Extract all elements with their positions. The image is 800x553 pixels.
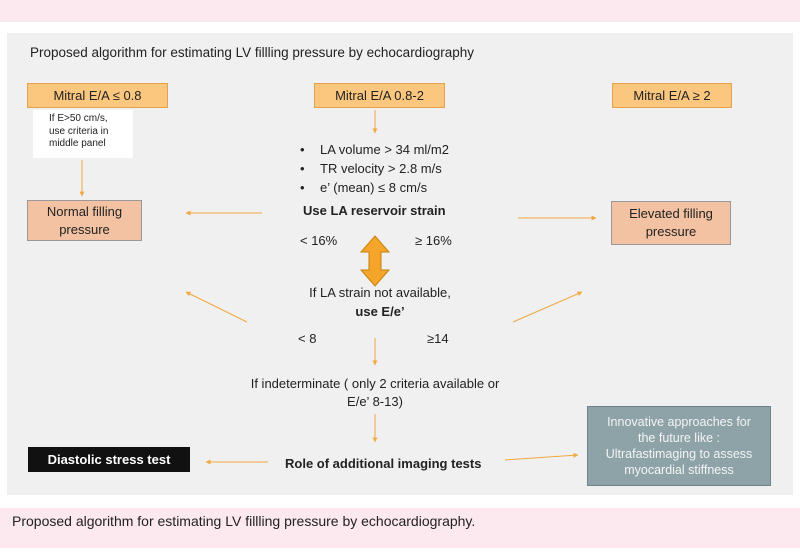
mitral-high-box: Mitral E/A ≥ 2: [612, 83, 732, 108]
innovative-approaches-box: Innovative approaches for the future lik…: [587, 406, 771, 486]
innovative-line: the future like :: [638, 430, 720, 445]
diastolic-stress-test-box: Diastolic stress test: [28, 447, 190, 472]
criteria-list: LA volume > 34 ml/m2 TR velocity > 2.8 m…: [300, 140, 449, 197]
caption-banner: [0, 508, 800, 548]
use-ee-label: use E/e’: [355, 304, 405, 319]
double-arrow-icon: [359, 235, 391, 287]
note-line: use criteria in: [49, 125, 109, 137]
elevated-pressure-line: pressure: [645, 224, 697, 239]
arrow-ee-to-normal: [185, 291, 248, 323]
ee-low-label: < 8: [298, 331, 317, 346]
top-banner: [0, 0, 800, 22]
reservoir-strain-label: Use LA reservoir strain: [303, 203, 446, 218]
elevated-pressure-line: Elevated filling: [629, 206, 713, 221]
arrow-ee-to-elevated: [512, 291, 583, 323]
ee-high-label: ≥14: [427, 331, 449, 346]
strain-low-label: < 16%: [300, 233, 338, 248]
imaging-tests-label: Role of additional imaging tests: [285, 456, 482, 471]
innovative-line: Ultrafastimaging to assess: [605, 447, 753, 461]
indeterminate-line: If indeterminate ( only 2 criteria avail…: [250, 376, 500, 391]
normal-pressure-box: Normal filling pressure: [27, 200, 142, 241]
note-line: middle panel: [49, 138, 106, 149]
mitral-mid-box: Mitral E/A 0.8-2: [314, 83, 445, 108]
mitral-low-box: Mitral E/A ≤ 0.8: [27, 83, 168, 108]
normal-pressure-line: pressure: [59, 221, 110, 237]
criteria-item: TR velocity > 2.8 m/s: [300, 159, 449, 178]
normal-pressure-line: Normal filling: [46, 203, 123, 219]
elevated-pressure-box: Elevated filling pressure: [611, 201, 731, 245]
innovative-line: myocardial stiffness: [624, 463, 734, 478]
indeterminate-line: E/e’ 8-13): [347, 394, 403, 409]
note-line: If E>50 cm/s,: [49, 113, 108, 124]
criteria-item: LA volume > 34 ml/m2: [300, 140, 449, 159]
figure-caption: Proposed algorithm for estimating LV fil…: [12, 513, 476, 529]
indeterminate-label: If indeterminate ( only 2 criteria avail…: [230, 375, 520, 411]
arrow-imaging-to-innovative: [504, 452, 579, 461]
criteria-item: e’ (mean) ≤ 8 cm/s: [300, 178, 449, 197]
innovative-line: Innovative approaches for: [607, 414, 751, 429]
high-e-note: If E>50 cm/s, use criteria in middle pan…: [33, 110, 133, 158]
strain-unavailable-label: If LA strain not available,: [309, 285, 451, 300]
strain-high-label: ≥ 16%: [415, 233, 452, 248]
figure-title: Proposed algorithm for estimating LV fil…: [30, 45, 474, 60]
